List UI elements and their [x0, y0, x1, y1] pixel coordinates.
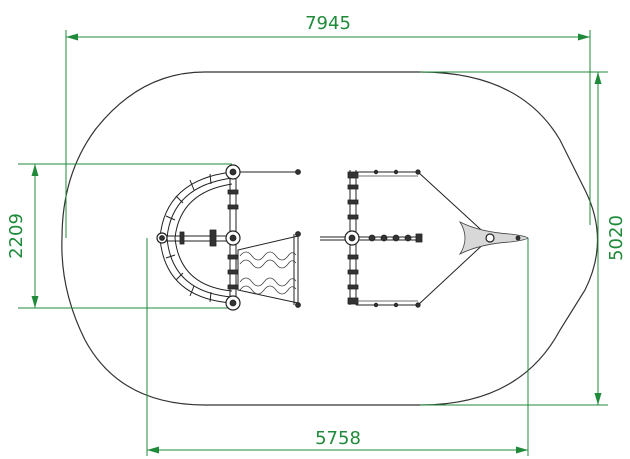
- dimension-inner-length: 5758: [146, 238, 529, 456]
- dimension-overall-height: 5020: [420, 71, 627, 406]
- rope-net-frame: [320, 169, 529, 308]
- inner-length-label: 5758: [315, 428, 361, 449]
- arch-climbing-frame: [156, 164, 301, 311]
- overall-width-label: 7945: [305, 13, 351, 34]
- safety-zone-outline: [61, 71, 598, 406]
- frame-width-label: 2209: [6, 213, 27, 259]
- dimension-frame-width: 2209: [6, 163, 232, 309]
- overall-height-label: 5020: [606, 215, 627, 261]
- dimension-overall-width: 7945: [65, 13, 591, 238]
- net-panel: [237, 231, 301, 308]
